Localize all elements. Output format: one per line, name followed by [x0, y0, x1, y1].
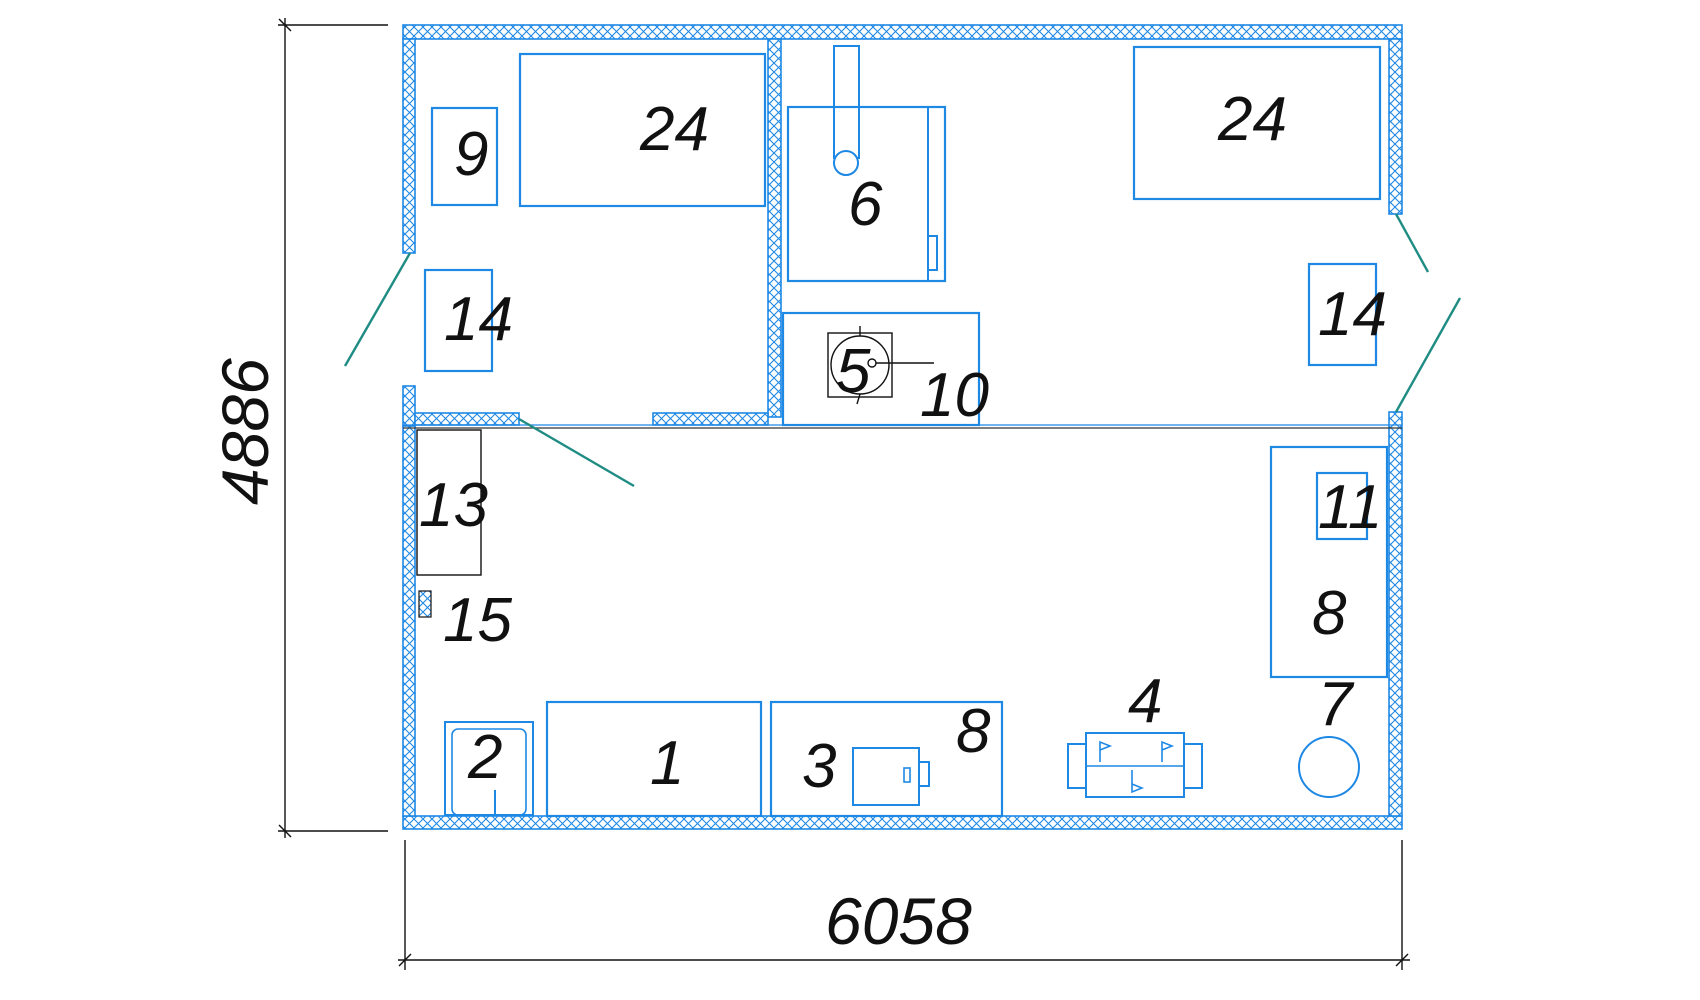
dim-height-label: 4886: [208, 358, 282, 505]
item-14b-label: 14: [1318, 280, 1387, 349]
walls: [402, 24, 1403, 830]
dim-h-tick-left: [398, 953, 412, 967]
item-9-box: [430, 106, 499, 207]
wall-left-upper: [402, 38, 416, 254]
item-24a-label: 24: [639, 95, 709, 164]
item-7-circle: [1298, 736, 1360, 798]
wall-bottom: [402, 815, 1403, 830]
item-2-label: 2: [467, 723, 502, 792]
item-24b-box: [1132, 45, 1382, 201]
item-7-label: 7: [1318, 670, 1355, 739]
item-14b-box: [1307, 262, 1378, 367]
wall-top: [402, 24, 1403, 40]
dim-v-tick-bottom: [278, 824, 292, 838]
right-room: 24 14: [1132, 45, 1387, 367]
item-13-box: [416, 429, 482, 576]
item-6-pipe-end: [833, 150, 859, 176]
item-5-tick-bottom: [856, 393, 861, 405]
wall-partition-h2: [652, 412, 769, 426]
item-3-slot: [903, 767, 911, 783]
item-6-box: [786, 105, 947, 283]
item-4-chair-right: [1183, 743, 1203, 789]
item-11-label: 11: [1318, 473, 1382, 542]
item-6-label: 6: [848, 170, 883, 239]
item-15-radiator: [418, 590, 432, 618]
item-9-label: 9: [454, 120, 488, 189]
item-15-label: 15: [443, 586, 512, 655]
wall-right-lower: [1388, 411, 1403, 817]
item-14a-label: 14: [444, 285, 513, 354]
item-4-flag-2: [1161, 740, 1175, 762]
item-8a-box: [1269, 445, 1389, 679]
item-6-pipe: [833, 45, 860, 159]
item-8a-label: 8: [1312, 579, 1347, 648]
dim-v-tick-top: [278, 18, 292, 32]
main-hall: 13 15 11 8 2 1 3 8 4 7: [416, 429, 1389, 818]
item-10-box: [781, 311, 981, 427]
item-24a-box: [518, 52, 767, 208]
item-1-label: 1: [650, 729, 684, 798]
left-room: 9 24 14: [423, 52, 767, 373]
item-5-label: 5: [836, 337, 871, 406]
item-10-label: 10: [920, 361, 989, 430]
wall-left-lower: [402, 425, 416, 817]
dim-width-label: 6058: [825, 884, 972, 958]
item-8b-box: [769, 700, 1004, 818]
door-left: [343, 252, 412, 367]
item-3-label: 3: [802, 732, 836, 801]
wall-partition-h1: [414, 412, 520, 426]
middle-room: 6 5 10: [781, 45, 989, 430]
item-3-body: [852, 747, 920, 806]
item-4-chair-left: [1067, 743, 1087, 789]
wall-right-upper: [1388, 38, 1403, 215]
dim-h-tick-right: [1395, 953, 1409, 967]
item-6-handle: [927, 235, 938, 271]
item-4-label: 4: [1128, 667, 1162, 736]
door-right-2: [1394, 297, 1462, 413]
item-13-label: 13: [419, 471, 488, 540]
item-14a-box: [423, 268, 494, 373]
wall-partition-vertical: [767, 38, 782, 418]
door-inner: [518, 417, 635, 488]
item-24b-label: 24: [1217, 85, 1287, 154]
item-8b-label: 8: [956, 697, 991, 766]
item-3-knob: [918, 761, 930, 787]
wall-left-stub: [402, 385, 416, 427]
door-right-1: [1394, 213, 1430, 273]
item-2-inner: [451, 728, 527, 816]
item-11-box: [1315, 471, 1369, 541]
item-1-box: [545, 700, 763, 818]
doors: [343, 213, 1462, 488]
item-4-flag-1: [1099, 740, 1113, 762]
item-4-flag-3: [1131, 770, 1145, 794]
dimension-lines: 4886 6058: [208, 18, 1410, 970]
